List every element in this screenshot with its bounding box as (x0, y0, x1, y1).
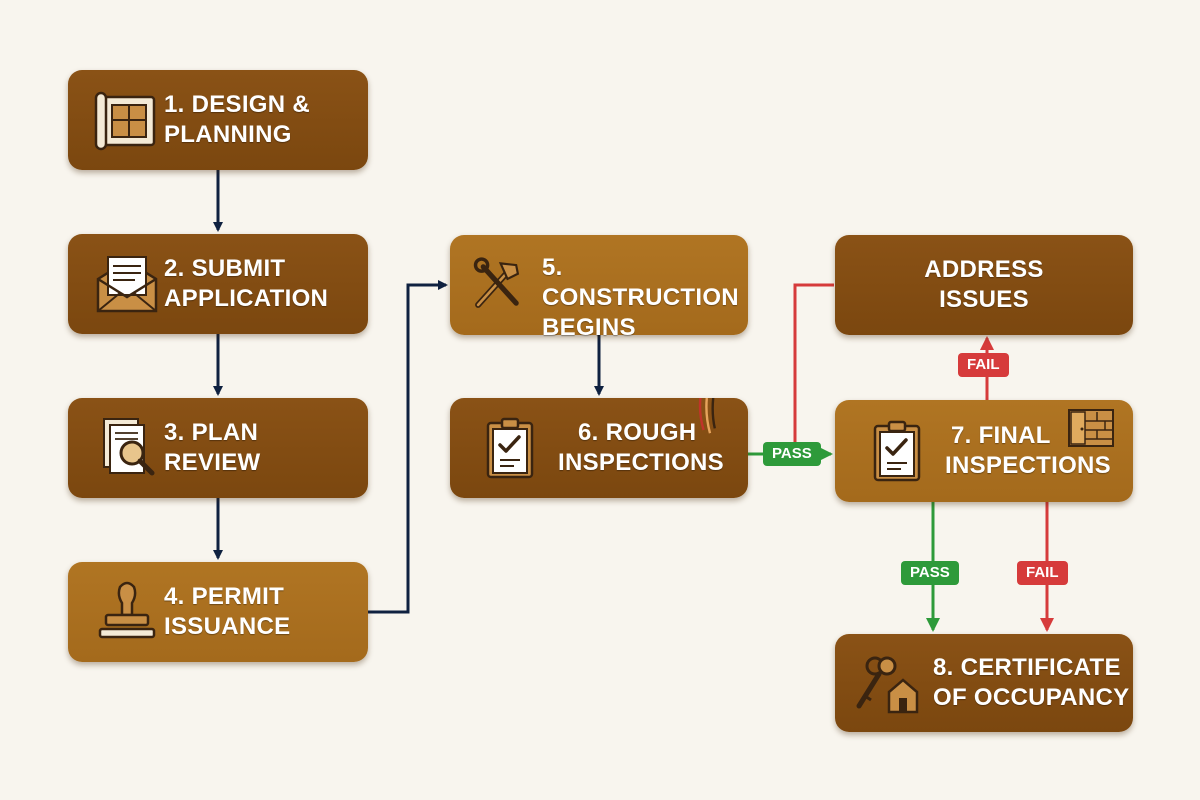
arrow-permit-to-construction (368, 280, 448, 614)
step-certificate-of-occupancy: 8. CERTIFICATE OF OCCUPANCY (835, 634, 1133, 732)
blueprint-icon (94, 91, 156, 151)
magnifier-document-icon (103, 418, 155, 476)
step-design-planning: 1. DESIGN & PLANNING (68, 70, 368, 170)
step-submit-label: 2. SUBMIT APPLICATION (164, 254, 328, 314)
keys-house-icon (856, 656, 919, 714)
fail-badge-final: FAIL (1017, 561, 1068, 585)
step-design-line1: 1. DESIGN & (164, 91, 310, 118)
step-certificate-line2: OF OCCUPANCY (933, 684, 1130, 711)
stamp-icon (98, 581, 156, 639)
step-rough-inspections: 6. ROUGH INSPECTIONS (450, 398, 748, 498)
step-address-label: ADDRESS ISSUES (924, 255, 1043, 315)
step-submit-line1: 2. SUBMIT (164, 255, 286, 282)
step-plan-review: 3. PLAN REVIEW (68, 398, 368, 498)
step-rough-label: 6. ROUGH INSPECTIONS (558, 418, 724, 478)
clipboard-check-icon (873, 420, 921, 482)
door-brick-icon (1068, 409, 1114, 447)
step-submit-application: 2. SUBMIT APPLICATION (68, 234, 368, 334)
step-design-label: 1. DESIGN & PLANNING (164, 90, 310, 150)
envelope-document-icon (96, 256, 158, 313)
line-rough-to-address (793, 283, 834, 454)
step-review-line1: 3. PLAN (164, 419, 259, 446)
step-submit-line2: APPLICATION (164, 285, 329, 312)
step-address-issues: ADDRESS ISSUES (835, 235, 1133, 335)
step-address-line2: ISSUES (939, 286, 1029, 313)
pass-badge-rough: PASS (763, 442, 821, 466)
step-certificate-line1: 8. CERTIFICATE (933, 654, 1121, 681)
step-review-line2: REVIEW (164, 449, 261, 476)
step-final-line1: 7. FINAL (951, 422, 1051, 449)
step-review-label: 3. PLAN REVIEW (164, 418, 260, 478)
step-address-line1: ADDRESS (924, 256, 1044, 283)
step-construction-line2: BEGINS (542, 314, 636, 341)
step-certificate-label: 8. CERTIFICATE OF OCCUPANCY (933, 653, 1130, 713)
pass-badge-final: PASS (901, 561, 959, 585)
step-permit-line2: ISSUANCE (164, 613, 291, 640)
step-design-line2: PLANNING (164, 121, 292, 148)
step-permit-label: 4. PERMIT ISSUANCE (164, 582, 290, 642)
step-final-label: 7. FINAL INSPECTIONS (945, 421, 1111, 481)
step-construction-begins: 5. CONSTRUCTION BEGINS (450, 235, 748, 341)
fail-badge-address: FAIL (958, 353, 1009, 377)
hammer-wrench-icon (473, 257, 520, 308)
wires-icon (698, 398, 716, 434)
step-rough-line1: 6. ROUGH (578, 419, 697, 446)
step-final-inspections: 7. FINAL INSPECTIONS (835, 400, 1133, 502)
step-construction-line1: 5. CONSTRUCTION (542, 254, 739, 311)
step-permit-line1: 4. PERMIT (164, 583, 285, 610)
step-rough-line2: INSPECTIONS (558, 449, 724, 476)
clipboard-check-icon (486, 417, 534, 479)
step-final-line2: INSPECTIONS (945, 452, 1111, 479)
step-construction-label: 5. CONSTRUCTION BEGINS (542, 253, 748, 343)
step-permit-issuance: 4. PERMIT ISSUANCE (68, 562, 368, 662)
